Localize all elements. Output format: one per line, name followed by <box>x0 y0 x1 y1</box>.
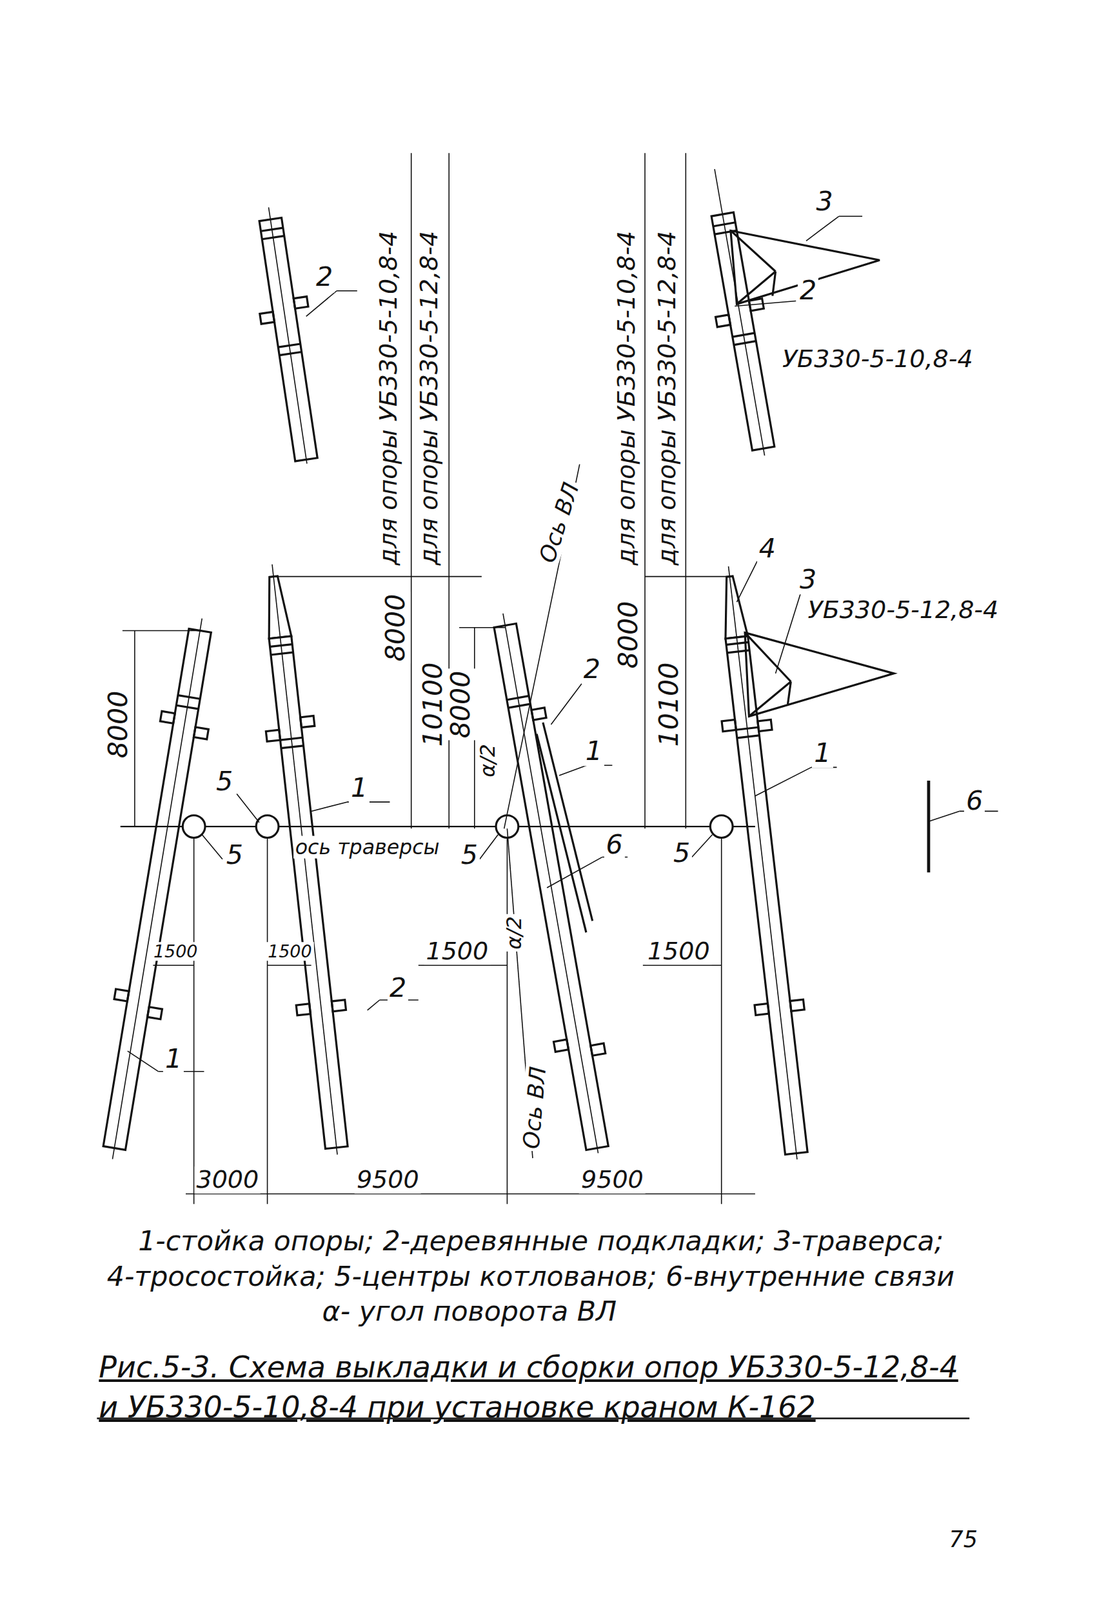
dimension: 3000 <box>194 1166 262 1194</box>
callout-number: 5 <box>459 840 480 870</box>
page-number: 75 <box>947 1526 980 1552</box>
dimension: 9500 <box>354 1166 422 1194</box>
callout-number: 2 <box>581 654 603 684</box>
angle-label: α/2 <box>503 913 526 952</box>
pole-note: для опоры УБ330-5-10,8-4 <box>613 228 641 567</box>
angle-label: α/2 <box>476 741 500 780</box>
pole-type: УБ330-5-12,8-4 <box>806 596 1001 624</box>
dimension: 10100 <box>654 659 684 749</box>
callout-number: 6 <box>964 786 985 816</box>
axis-label: ось траверсы <box>293 835 442 859</box>
figure-caption: Рис.5-3. Схема выкладки и сборки опор УБ… <box>96 1347 989 1428</box>
callout-number: 5 <box>671 838 692 868</box>
dimension: 8000 <box>613 599 643 671</box>
dimension: 1500 <box>265 941 314 961</box>
legend-text: 4-тросостойка; 5-центры котлованов; 6-вн… <box>105 1260 957 1291</box>
callout-number: 3 <box>813 187 835 217</box>
callout-number: 1 <box>163 1044 184 1074</box>
dimension: 10100 <box>419 659 449 749</box>
pole-note: для опоры УБ330-5-12,8-4 <box>653 228 682 567</box>
dimension: 8000 <box>381 592 411 664</box>
callout-number: 6 <box>603 830 625 860</box>
callout-number: 2 <box>387 973 409 1003</box>
pole-note: для опоры УБ330-5-12,8-4 <box>415 228 444 567</box>
pole-type: УБ330-5-10,8-4 <box>780 345 976 373</box>
callout-number: 4 <box>757 534 778 564</box>
callout-number: 1 <box>583 736 605 766</box>
dimension: 1500 <box>151 941 200 961</box>
axis-label: Ось ВЛ <box>518 1062 551 1152</box>
dimension: 9500 <box>579 1166 646 1194</box>
callout-number: 3 <box>797 564 819 594</box>
callout-number: 1 <box>348 773 370 803</box>
axis-label: Ось ВЛ <box>533 477 585 567</box>
dimension: 8000 <box>103 688 133 761</box>
callout-number: 1 <box>811 738 833 768</box>
callout-number: 2 <box>797 276 819 306</box>
callout-number: 5 <box>214 766 235 796</box>
legend-text: 1-стойка опоры; 2-деревянные подкладки; … <box>136 1224 946 1256</box>
callout-number: 5 <box>224 840 246 870</box>
dimension: 8000 <box>446 668 476 740</box>
pole-note: для опоры УБ330-5-10,8-4 <box>375 228 403 567</box>
dimension: 1500 <box>424 937 491 965</box>
callout-number: 2 <box>314 263 335 293</box>
legend-text: α- угол поворота ВЛ <box>320 1294 620 1326</box>
dimension: 1500 <box>645 937 712 965</box>
